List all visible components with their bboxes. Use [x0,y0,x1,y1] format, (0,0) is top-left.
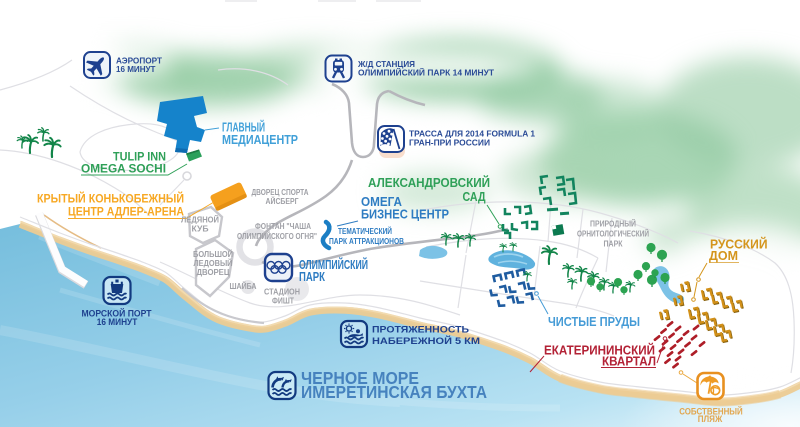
svg-text:ЦЕНТР АДЛЕР-АРЕНА: ЦЕНТР АДЛЕР-АРЕНА [68,205,184,219]
svg-text:ПРОТЯЖЕННОСТЬ: ПРОТЯЖЕННОСТЬ [372,325,469,336]
svg-text:ФОНТАН "ЧАША: ФОНТАН "ЧАША [255,222,311,231]
svg-text:ОМЕГА: ОМЕГА [361,195,402,209]
svg-text:ДВОРЕЦ: ДВОРЕЦ [197,268,230,277]
svg-text:16 МИНУТ: 16 МИНУТ [97,317,138,328]
svg-text:ГЛАВНЫЙ: ГЛАВНЫЙ [222,120,265,135]
svg-text:АЙСБЕРГ: АЙСБЕРГ [266,197,299,206]
svg-text:СОБСТВЕННЫЙ: СОБСТВЕННЫЙ [679,406,743,418]
svg-text:ПАРК: ПАРК [604,240,623,249]
svg-text:OMEGA SOCHI: OMEGA SOCHI [81,164,166,176]
svg-text:TULIP INN: TULIP INN [113,152,166,164]
svg-text:ФИШТ: ФИШТ [272,297,294,306]
svg-text:ОЛИМПИЙСКИЙ ПАРК 14 МИНУТ: ОЛИМПИЙСКИЙ ПАРК 14 МИНУТ [358,67,494,78]
svg-text:МЕДИАЦЕНТР: МЕДИАЦЕНТР [222,133,298,147]
svg-text:СТАДИОН: СТАДИОН [264,288,300,297]
svg-text:ОЛИМПИЙСКИЙ: ОЛИМПИЙСКИЙ [299,257,368,272]
svg-text:САД: САД [463,190,486,204]
svg-text:ОЛИМПИЙСКОГО ОГНЯ": ОЛИМПИЙСКОГО ОГНЯ" [237,232,317,241]
svg-text:ЛЕДОВЫЙ: ЛЕДОВЫЙ [194,259,233,268]
svg-text:16 МИНУТ: 16 МИНУТ [116,65,156,74]
svg-text:ЕКАТЕРИНИНСКИЙ: ЕКАТЕРИНИНСКИЙ [544,343,655,358]
svg-text:КУБ: КУБ [192,225,209,234]
svg-text:ШАЙБА: ШАЙБА [230,282,257,291]
svg-text:КВАРТАЛ: КВАРТАЛ [602,355,656,369]
svg-text:ПЛЯЖ: ПЛЯЖ [698,414,723,425]
svg-text:КРЫТЫЙ КОНЬКОБЕЖНЫЙ: КРЫТЫЙ КОНЬКОБЕЖНЫЙ [37,191,184,206]
svg-text:МОРСКОЙ ПОРТ: МОРСКОЙ ПОРТ [82,307,152,319]
svg-text:ИМЕРЕТИНСКАЯ БУХТА: ИМЕРЕТИНСКАЯ БУХТА [301,382,487,402]
svg-text:ЧИСТЫЕ ПРУДЫ: ЧИСТЫЕ ПРУДЫ [548,314,640,329]
svg-text:АЛЕКСАНДРОВСКИЙ: АЛЕКСАНДРОВСКИЙ [368,175,490,190]
svg-text:БИЗНЕС ЦЕНТР: БИЗНЕС ЦЕНТР [361,208,449,222]
svg-text:БОЛЬШОЙ: БОЛЬШОЙ [193,250,233,259]
svg-text:РУССКИЙ: РУССКИЙ [710,237,768,252]
svg-text:ТЕМАТИЧЕСКИЙ: ТЕМАТИЧЕСКИЙ [338,227,392,236]
svg-text:НАБЕРЕЖНОЙ 5 КМ: НАБЕРЕЖНОЙ 5 КМ [372,335,480,347]
svg-text:ТРАССА ДЛЯ 2014 FORMULA 1: ТРАССА ДЛЯ 2014 FORMULA 1 [409,130,535,139]
svg-text:ПАРК АТТРАКЦИОНОВ: ПАРК АТТРАКЦИОНОВ [329,237,404,246]
svg-text:ДВОРЕЦ СПОРТА: ДВОРЕЦ СПОРТА [252,188,309,197]
svg-text:ОРНИТОЛОГИЧЕСКИЙ: ОРНИТОЛОГИЧЕСКИЙ [577,230,649,239]
svg-text:ПАРК: ПАРК [299,270,325,284]
svg-text:ДОМ: ДОМ [709,249,738,263]
svg-text:ЧЕРНОЕ МОРЕ: ЧЕРНОЕ МОРЕ [301,368,419,388]
svg-text:ПРИРОДНЫЙ: ПРИРОДНЫЙ [590,220,636,229]
svg-text:АЭРОПОРТ: АЭРОПОРТ [116,57,162,66]
svg-text:ЛЕДЯНОЙ: ЛЕДЯНОЙ [181,216,219,225]
svg-text:ГРАН-ПРИ РОССИИ: ГРАН-ПРИ РОССИИ [409,139,490,148]
svg-text:Ж/Д СТАНЦИЯ: Ж/Д СТАНЦИЯ [357,60,415,69]
